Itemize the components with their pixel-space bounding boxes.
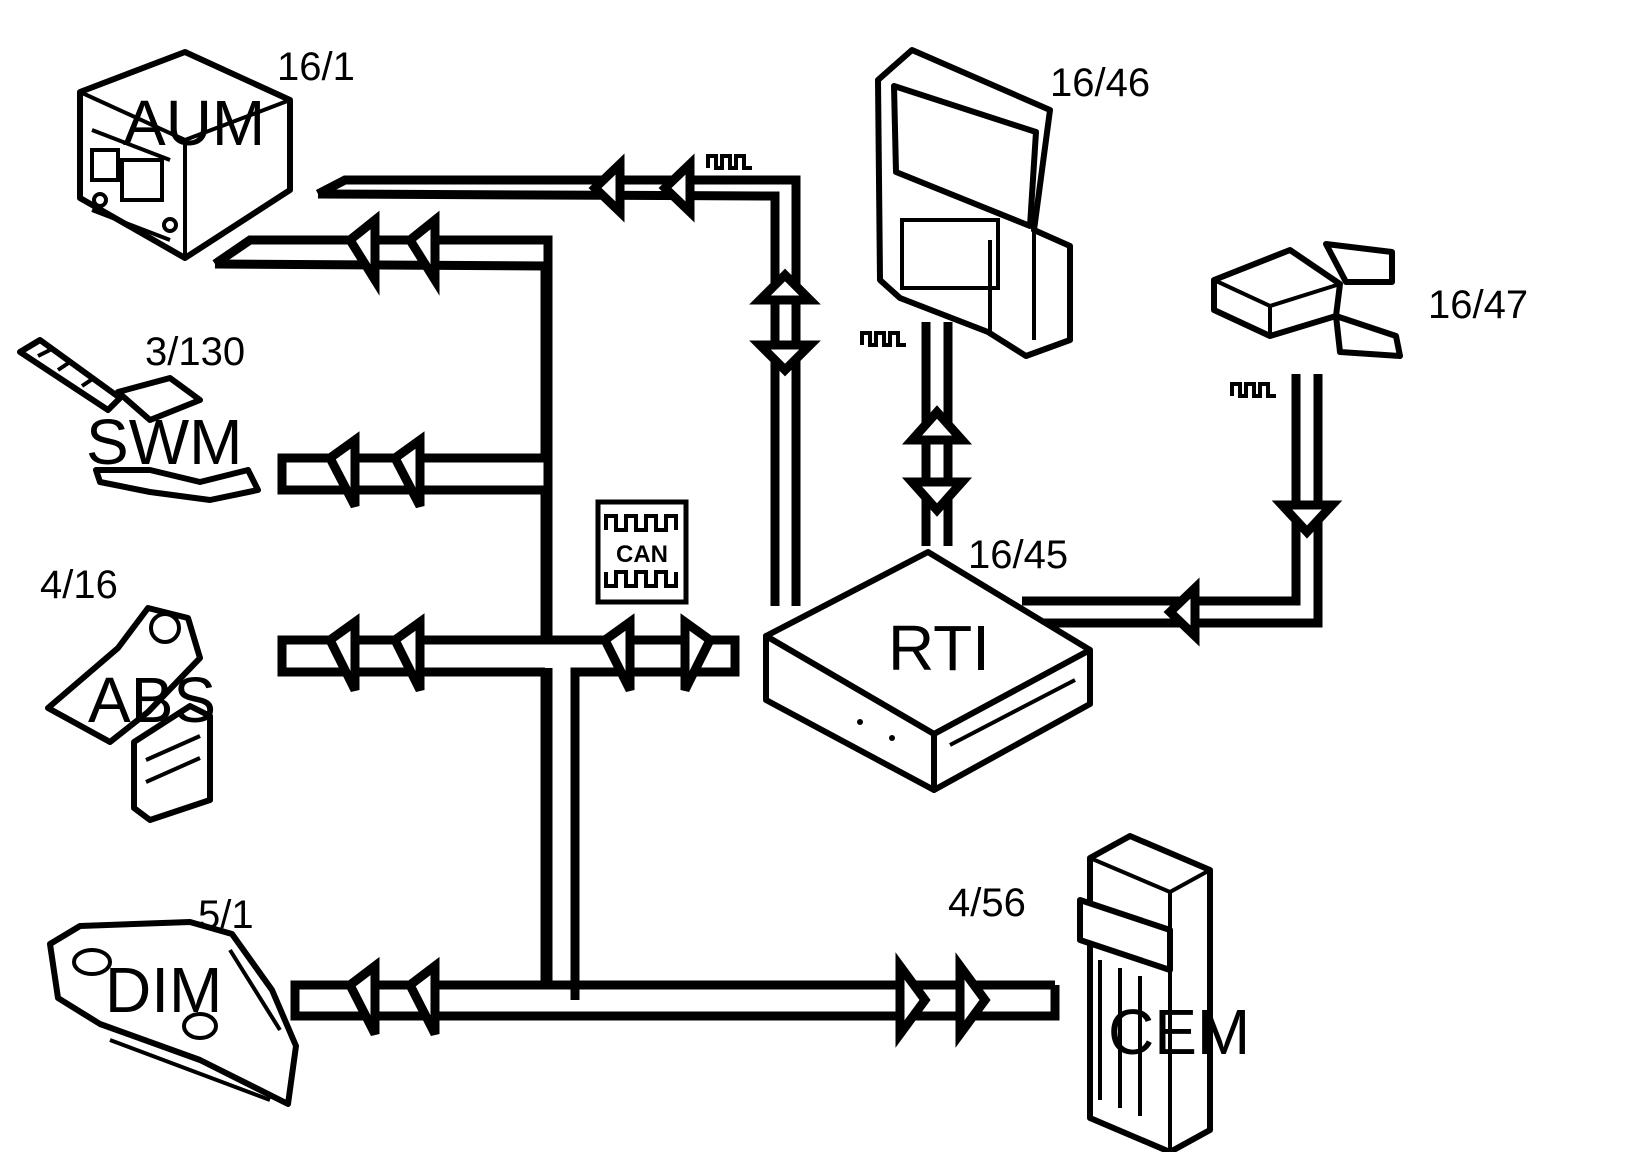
abs-code: 4/16 — [40, 563, 118, 607]
dim-name: DIM — [105, 954, 222, 1026]
aum-code: 16/1 — [277, 45, 355, 89]
signal-pulse-icon — [860, 331, 906, 347]
dim-device: 5/1 DIM — [47, 893, 299, 1107]
gps-device: 16/47 — [1211, 241, 1528, 359]
gps-code: 16/47 — [1428, 283, 1528, 327]
cem-code: 4/56 — [948, 881, 1026, 925]
display-rti-link — [860, 322, 973, 546]
swm-code: 3/130 — [145, 330, 245, 374]
aum-rti-link — [315, 153, 821, 606]
swm-name: SWM — [86, 406, 242, 478]
aum-device: 16/1 AUM — [77, 45, 355, 261]
swm-device: 3/130 SWM — [17, 330, 261, 503]
rti-device: 16/45 RTI — [763, 533, 1093, 793]
rti-name: RTI — [888, 612, 990, 684]
signal-pulse-icon — [1230, 382, 1276, 398]
abs-device: 4/16 ABS — [40, 563, 216, 823]
aum-name: AUM — [123, 87, 265, 159]
bus-arrows — [324, 210, 991, 1048]
display-device: 16/46 — [875, 47, 1150, 359]
signal-pulse-icon — [706, 154, 752, 170]
cem-device: 4/56 CEM — [948, 833, 1250, 1152]
gps-rti-link — [1022, 374, 1343, 647]
abs-name: ABS — [88, 664, 216, 736]
can-bus-symbol: CAN — [595, 499, 689, 605]
cem-name: CEM — [1108, 996, 1250, 1068]
dim-code: 5/1 — [198, 893, 254, 937]
rti-code: 16/45 — [968, 533, 1068, 577]
can-label: CAN — [616, 541, 668, 568]
display-code: 16/46 — [1050, 61, 1150, 105]
